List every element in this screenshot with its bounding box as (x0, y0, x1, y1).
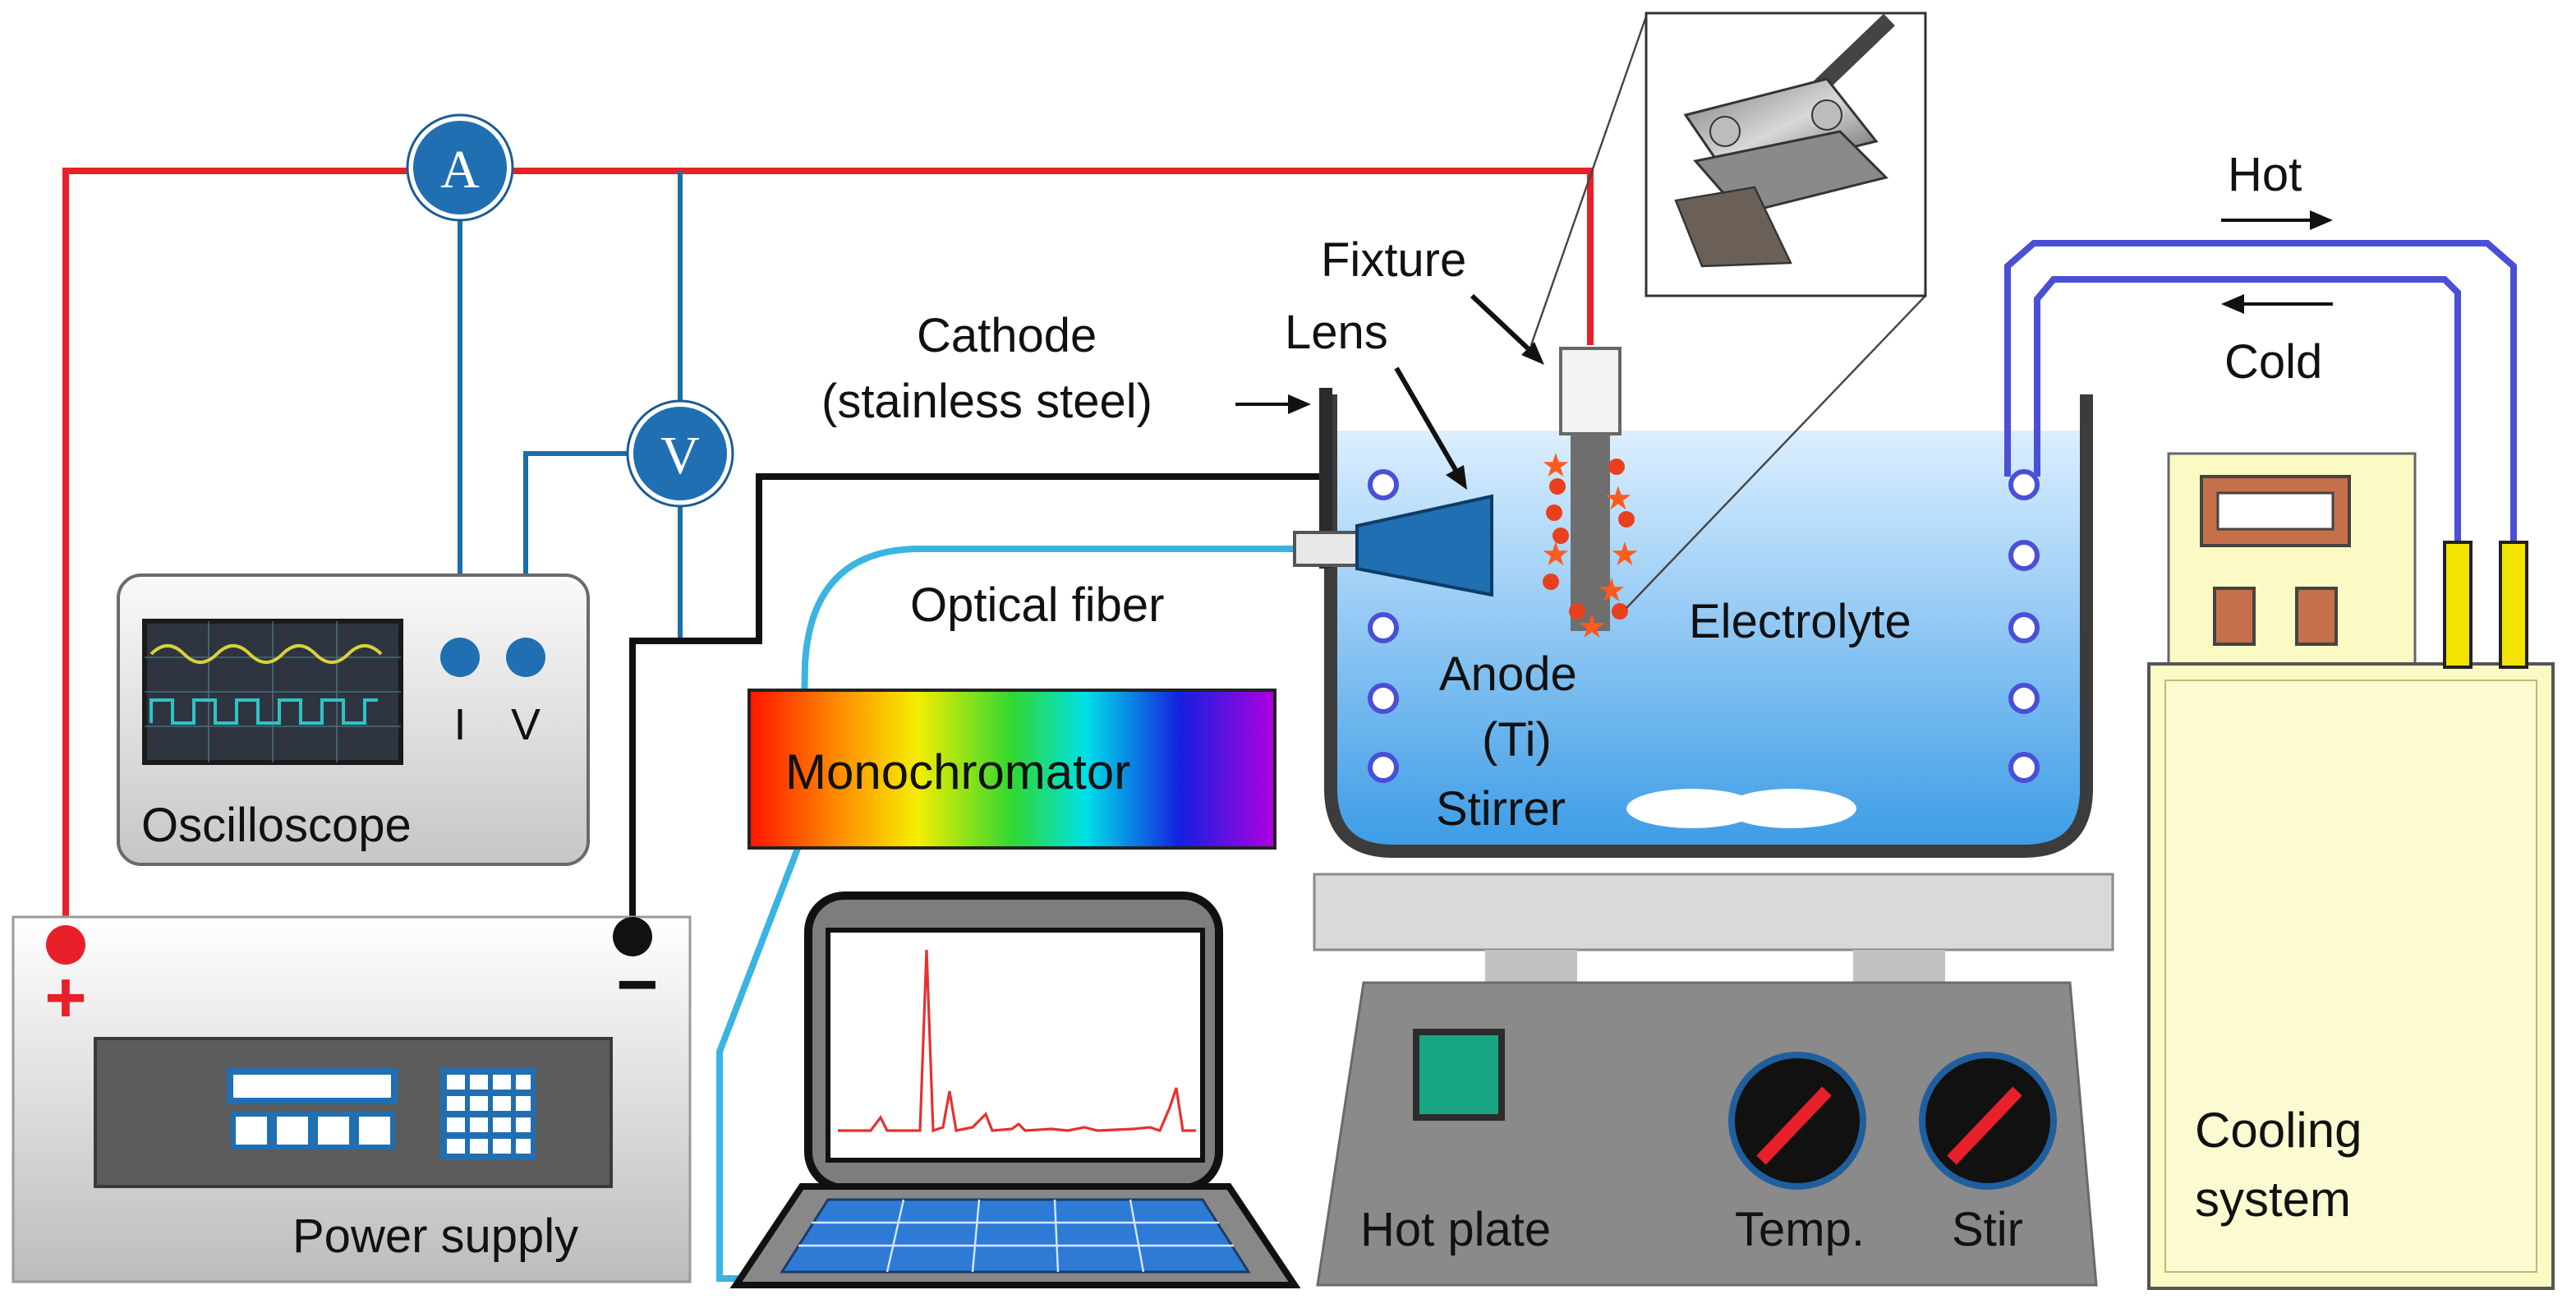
stirrer-label: Stirrer (1436, 782, 1566, 836)
lens-pointer (1394, 366, 1467, 490)
optical-fiber-label: Optical fiber (910, 578, 1164, 632)
hot-plate: Hot plate Temp. Stir (1313, 873, 2114, 1287)
waveform-icon (142, 619, 403, 765)
stirrer-bar (1626, 789, 1856, 828)
cooling-tubes (2004, 240, 2517, 542)
cathode-label-line1: Cathode (917, 309, 1097, 362)
knob-icon (1919, 1052, 2057, 1190)
osc-voltage-label: V (511, 700, 540, 749)
knob-icon (1728, 1052, 1866, 1190)
cathode-pointer (1235, 394, 1311, 414)
anode-label-line2: (Ti) (1482, 713, 1552, 767)
svg-text:★: ★ (1610, 537, 1640, 573)
plus-label: + (44, 956, 86, 1038)
positive-terminal (46, 925, 85, 965)
anode-assembly: ★ ★ ★ ★ ★ ★ (1541, 347, 1640, 645)
laptop (729, 891, 1301, 1288)
lens-label: Lens (1285, 306, 1388, 359)
voltage-input-terminal (506, 638, 545, 677)
arrow-right-icon (2221, 210, 2333, 230)
voltmeter-label: V (660, 426, 700, 486)
temp-label: Temp. (1735, 1203, 1865, 1256)
fiber-coupler (1293, 531, 1359, 567)
svg-text:★: ★ (1603, 481, 1633, 517)
hot-label: Hot (2228, 148, 2302, 201)
beaker-wall (1324, 394, 2093, 858)
anode-rod (1571, 434, 1610, 631)
keyboard-grid (798, 1199, 1234, 1273)
power-supply-label: Power supply (292, 1209, 578, 1263)
cooling-label-line2: system (2195, 1172, 2351, 1227)
cooling-label-line1: Cooling (2195, 1103, 2362, 1158)
current-input-terminal (440, 638, 480, 677)
arrow-left-icon (2221, 294, 2333, 314)
fixture-label: Fixture (1321, 233, 1466, 287)
negative-terminal (613, 917, 652, 956)
plasma-stars: ★ ★ ★ ★ ★ ★ (1541, 448, 1640, 645)
lens (1355, 494, 1493, 597)
cooling-inlet-pipe (2443, 541, 2472, 669)
display-icon (227, 1068, 398, 1149)
cathode-label-line2: (stainless steel) (821, 375, 1152, 428)
electrolyte (1334, 431, 2080, 848)
heating-coil-left (1368, 469, 1399, 783)
osc-current-label: I (453, 700, 466, 749)
chiller-button-left (2213, 587, 2256, 646)
electrolyte-label: Electrolyte (1689, 595, 1911, 648)
svg-text:★: ★ (1577, 609, 1607, 645)
power-supply: + − Power supply (12, 915, 692, 1283)
voltmeter-icon: V (626, 399, 734, 508)
positive-wire (62, 168, 1594, 945)
ammeter-icon: A (406, 113, 514, 222)
chiller-button-right (2295, 587, 2338, 646)
fixture (1559, 347, 1622, 435)
monochromator: Monochromator (748, 689, 1276, 850)
fixture-photo-inset (1530, 12, 1927, 609)
hot-plate-label: Hot plate (1360, 1203, 1551, 1256)
cooling-system: Cooling system (2147, 452, 2555, 1290)
keyboard-icon (780, 1198, 1251, 1274)
oscilloscope: I V Oscilloscope (117, 574, 590, 866)
negative-wire (629, 473, 1324, 937)
cathode-plate (1319, 388, 1332, 569)
power-indicator (1413, 1029, 1505, 1121)
cooling-coil-right (2008, 469, 2040, 783)
oscilloscope-label: Oscilloscope (141, 799, 412, 852)
stir-label: Stir (1952, 1203, 2023, 1256)
plasma-sparks (1543, 458, 1635, 620)
monochromator-label: Monochromator (785, 744, 1130, 799)
cold-label: Cold (2224, 335, 2322, 389)
svg-text:★: ★ (1597, 573, 1626, 609)
spectrum-icon (826, 928, 1205, 1163)
anode-label-line1: Anode (1439, 647, 1577, 701)
electrolytic-bath (1324, 394, 2093, 858)
svg-text:★: ★ (1541, 448, 1571, 484)
fixture-photo (1674, 13, 1895, 268)
keypad-icon (440, 1068, 536, 1160)
fixture-pointer (1470, 293, 1544, 365)
ammeter-label: A (440, 140, 480, 200)
svg-text:★: ★ (1541, 537, 1571, 573)
cooling-outlet-pipe (2499, 541, 2528, 669)
minus-label: − (616, 943, 658, 1025)
